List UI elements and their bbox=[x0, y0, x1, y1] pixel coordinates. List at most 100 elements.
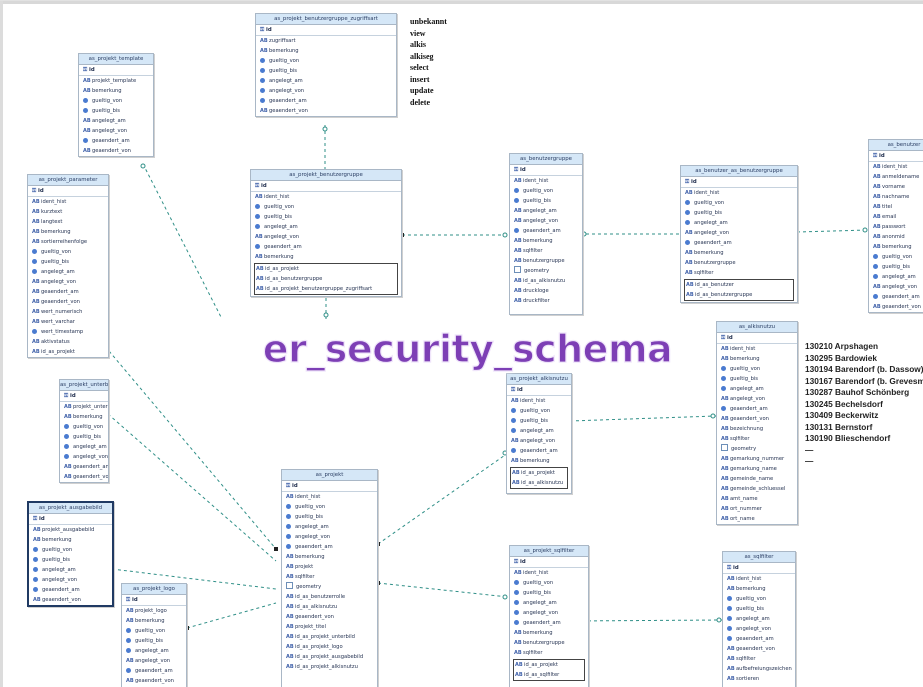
table-header: as_projekt bbox=[282, 470, 377, 481]
column-type-icon: AB bbox=[514, 278, 522, 284]
field-name: id bbox=[516, 387, 523, 393]
table-header: as_benutzergruppe bbox=[510, 154, 582, 165]
rel-template-projekt bbox=[142, 163, 223, 320]
table-field: geometry bbox=[721, 444, 797, 454]
table-field: angelegt_von bbox=[260, 86, 396, 96]
field-name: geaendert_am bbox=[269, 98, 307, 104]
table-field: ABprojekt_unterbild bbox=[64, 402, 108, 412]
field-name: gueltig_bis bbox=[264, 214, 293, 220]
table-field: angelegt_am bbox=[64, 442, 108, 452]
clock-icon bbox=[32, 259, 37, 264]
table-field: ABid_as_benutzer bbox=[685, 280, 793, 290]
table-field: ABaktivstatus bbox=[32, 337, 108, 347]
geometry-icon bbox=[721, 444, 728, 451]
table-field: geaendert_am bbox=[514, 226, 582, 236]
table-field: ABbemerkung bbox=[514, 236, 582, 246]
table-field: wert_timestamp bbox=[32, 327, 108, 337]
field-name: benutzergruppe bbox=[523, 640, 565, 646]
table-field: gueltig_von bbox=[33, 545, 112, 555]
rel-sqlfilter-assoc bbox=[569, 619, 723, 622]
field-name: gueltig_bis bbox=[269, 68, 298, 74]
clock-icon bbox=[286, 524, 291, 529]
column-type-icon: AB bbox=[873, 194, 881, 200]
field-name: geaendert_von bbox=[269, 108, 308, 114]
clock-icon bbox=[260, 98, 265, 103]
column-type-icon: AB bbox=[255, 234, 263, 240]
table-header: as_projekt_template bbox=[79, 54, 153, 65]
field-name: id_as_benutzergruppe bbox=[265, 276, 323, 282]
link-endpoint-open bbox=[710, 413, 716, 419]
field-name: angelegt_von bbox=[520, 438, 556, 444]
field-name: gueltig_von bbox=[523, 580, 554, 586]
field-name: langtext bbox=[41, 219, 63, 225]
table-projekt-unterbild[interactable]: as_projekt_unterbild⚿ idABprojekt_unterb… bbox=[59, 379, 109, 483]
primary-key-field: ⚿ id bbox=[282, 481, 377, 492]
field-name: id_as_projekt bbox=[521, 470, 555, 476]
key-icon: ⚿ bbox=[685, 179, 691, 185]
field-name: angelegt_von bbox=[730, 396, 766, 402]
field-name: id bbox=[291, 483, 298, 489]
table-field: ABid_as_projekt bbox=[32, 347, 108, 357]
table-field: ABident_hist bbox=[32, 197, 108, 207]
table-projekt-benutzergruppe-zugriffsart[interactable]: as_projekt_benutzergruppe_zugriffsart⚿ i… bbox=[255, 13, 397, 117]
column-type-icon: AB bbox=[685, 190, 693, 196]
column-type-icon: AB bbox=[260, 38, 268, 44]
table-field: ABamt_name bbox=[721, 494, 797, 504]
field-name: amt_name bbox=[730, 496, 758, 502]
clock-icon bbox=[286, 534, 291, 539]
table-field: gueltig_bis bbox=[83, 106, 153, 116]
table-field: ABid_as_projekt_logo bbox=[286, 642, 377, 652]
column-type-icon: AB bbox=[32, 209, 40, 215]
column-type-icon: AB bbox=[873, 184, 881, 190]
column-type-icon: AB bbox=[727, 656, 735, 662]
clock-icon bbox=[873, 294, 878, 299]
column-type-icon: AB bbox=[721, 466, 729, 472]
field-name: id_as_sqlfilter bbox=[524, 672, 560, 678]
table-field: gueltig_bis bbox=[286, 512, 377, 522]
column-type-icon: AB bbox=[721, 426, 729, 432]
clock-icon bbox=[126, 648, 131, 653]
field-name: gueltig_bis bbox=[73, 434, 102, 440]
field-name: bemerkung bbox=[269, 48, 299, 54]
field-name: druckloge bbox=[523, 288, 549, 294]
column-type-icon: AB bbox=[256, 286, 264, 292]
table-field: ABid_as_projekt_ausgabebild bbox=[286, 652, 377, 662]
field-name: gueltig_von bbox=[736, 596, 767, 602]
table-field: ABident_hist bbox=[514, 568, 588, 578]
field-name: gueltig_bis bbox=[730, 376, 759, 382]
field-name: gueltig_von bbox=[295, 504, 326, 510]
column-type-icon: AB bbox=[286, 554, 294, 560]
table-field: ABangelegt_von bbox=[511, 436, 571, 446]
field-name: bezeichnung bbox=[730, 426, 764, 432]
primary-key-field: ⚿ id bbox=[60, 391, 108, 402]
field-name: bemerkung bbox=[92, 88, 122, 94]
table-field: ABbemerkung bbox=[685, 248, 797, 258]
table-field: ABbenutzergruppe bbox=[514, 638, 588, 648]
field-name: ident_hist bbox=[523, 178, 549, 184]
table-field: ABgemeinde_schluessel bbox=[721, 484, 797, 494]
column-type-icon: AB bbox=[514, 178, 522, 184]
primary-key-field: ⚿ id bbox=[29, 514, 112, 525]
table-field: ABid_as_benutzerrolle bbox=[286, 592, 377, 602]
column-type-icon: AB bbox=[32, 349, 40, 355]
field-name: bemerkung bbox=[736, 586, 766, 592]
field-name: geometry bbox=[731, 446, 757, 452]
field-name: angelegt_am bbox=[92, 118, 126, 124]
